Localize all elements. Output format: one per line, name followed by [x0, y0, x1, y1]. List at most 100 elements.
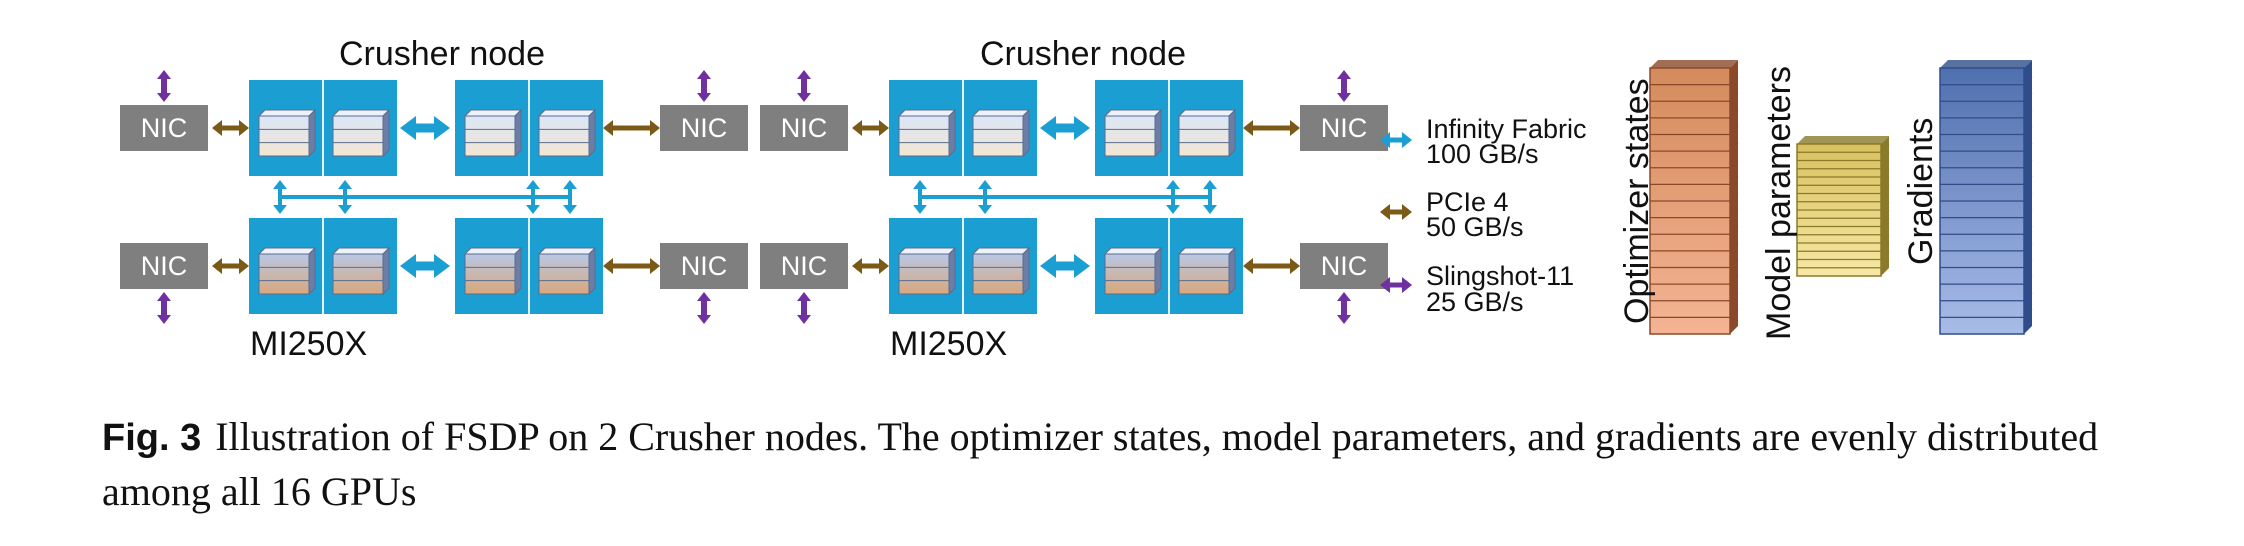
gpu-1-0-r-a	[463, 108, 523, 158]
infinity-fabric-vertical-1	[913, 180, 927, 214]
node-2-title: Crusher node	[980, 35, 1186, 73]
infinity-fabric-link-row-1	[400, 116, 450, 140]
gpu-2-0-l-b	[971, 108, 1031, 158]
nic-label: NIC	[141, 113, 188, 143]
nic-row-1-right: NIC	[1300, 105, 1388, 151]
slingshot-link-row-2-right	[697, 292, 711, 324]
infinity-fabric-vertical-1	[273, 180, 287, 214]
board-row-1-left	[249, 80, 397, 176]
infinity-fabric-vertical-2	[978, 180, 992, 214]
gpu-2-1-r-a	[1103, 246, 1163, 296]
infinity-fabric-link-row-2	[1040, 254, 1090, 278]
crusher-node-2: NIC NIC NIC NIC	[760, 70, 1388, 324]
pcie-link-row-2-right	[603, 258, 660, 274]
nic-label: NIC	[1321, 113, 1368, 143]
nic-row-1-left: NIC	[760, 105, 848, 151]
model-parameters-stack	[1796, 136, 1890, 277]
infinity-fabric-vertical-4	[1203, 180, 1217, 214]
pcie-link-row-1-right	[603, 120, 660, 136]
slingshot-link-row-1-right	[1337, 70, 1351, 102]
infinity-fabric-crosslinks	[913, 180, 1217, 214]
optimizer-states-label: Optimizer states	[1618, 78, 1656, 324]
board-row-1-left	[889, 80, 1037, 176]
infinity-fabric-vertical-2	[338, 180, 352, 214]
legend-infinity-fabric-arrow	[1380, 132, 1412, 148]
gpu-2-1-r-b	[1177, 246, 1237, 296]
infinity-fabric-link-row-2	[400, 254, 450, 278]
nic-label: NIC	[781, 113, 828, 143]
pcie-link-row-1-left	[212, 120, 249, 136]
slingshot-link-row-2-left	[797, 292, 811, 324]
link-legend: Infinity Fabric 100 GB/s PCIe 4 50 GB/s …	[1380, 114, 1587, 317]
board-row-1-right	[455, 80, 603, 176]
infinity-fabric-vertical-4	[563, 180, 577, 214]
pcie-link-row-1-left	[852, 120, 889, 136]
board-row-2-left	[889, 218, 1037, 314]
gpu-1-1-l-a	[257, 246, 317, 296]
nic-label: NIC	[681, 113, 728, 143]
pcie-link-row-1-right	[1243, 120, 1300, 136]
legend-slingshot-name: Slingshot-11	[1426, 261, 1574, 291]
slingshot-link-row-1-left	[797, 70, 811, 102]
nic-row-2-left: NIC	[760, 243, 848, 289]
infinity-fabric-vertical-3	[526, 180, 540, 214]
legend-infinity-fabric: Infinity Fabric 100 GB/s	[1426, 114, 1587, 169]
gpu-1-0-r-b	[537, 108, 597, 158]
node-1-title: Crusher node	[339, 35, 545, 73]
legend-pcie4-arrow	[1380, 204, 1412, 220]
legend-slingshot: Slingshot-11 25 GB/s	[1426, 261, 1574, 317]
nic-label: NIC	[781, 251, 828, 281]
legend-pcie4-name: PCIe 4	[1426, 187, 1509, 217]
infinity-fabric-vertical-3	[1166, 180, 1180, 214]
node-1-gpu-label: MI250X	[250, 325, 367, 363]
gradients-stack	[1939, 60, 2033, 335]
slingshot-link-row-2-right	[1337, 292, 1351, 324]
legend-infinity-fabric-name: Infinity Fabric	[1426, 114, 1587, 144]
caption-text: Illustration of FSDP on 2 Crusher nodes.…	[102, 414, 2099, 514]
board-row-2-right	[455, 218, 603, 314]
legend-slingshot-arrow	[1380, 277, 1412, 293]
legend-pcie4: PCIe 4 50 GB/s	[1426, 187, 1524, 242]
nic-label: NIC	[1321, 251, 1368, 281]
fsdp-diagram: Crusher node Crusher node NIC NIC NIC NIC N…	[120, 35, 2033, 363]
infinity-fabric-link-row-1	[1040, 116, 1090, 140]
slingshot-link-row-1-left	[157, 70, 171, 102]
board-row-1-right	[1095, 80, 1243, 176]
board-row-2-left	[249, 218, 397, 314]
gpu-1-1-r-b	[537, 246, 597, 296]
crusher-node-1: NIC NIC NIC NIC	[120, 70, 748, 324]
gpu-2-0-r-a	[1103, 108, 1163, 158]
figure-number: Fig. 3	[102, 417, 202, 459]
nic-row-1-right: NIC	[660, 105, 748, 151]
nic-row-2-right: NIC	[1300, 243, 1388, 289]
slingshot-link-row-1-right	[697, 70, 711, 102]
slingshot-link-row-2-left	[157, 292, 171, 324]
nic-row-2-right: NIC	[660, 243, 748, 289]
pcie-link-row-2-left	[852, 258, 889, 274]
gpu-2-1-l-b	[971, 246, 1031, 296]
legend-slingshot-speed: 25 GB/s	[1426, 287, 1524, 317]
legend-pcie4-speed: 50 GB/s	[1426, 212, 1524, 242]
legend-infinity-fabric-speed: 100 GB/s	[1426, 139, 1539, 169]
gpu-1-1-r-a	[463, 246, 523, 296]
model-parameters-label: Model parameters	[1760, 66, 1798, 340]
gpu-1-0-l-a	[257, 108, 317, 158]
infinity-fabric-crosslinks	[273, 180, 577, 214]
nic-row-1-left: NIC	[120, 105, 208, 151]
nic-label: NIC	[141, 251, 188, 281]
gpu-2-0-r-b	[1177, 108, 1237, 158]
memory-stacks	[1649, 60, 2033, 335]
pcie-link-row-2-right	[1243, 258, 1300, 274]
node-2-gpu-label: MI250X	[890, 325, 1007, 363]
gpu-1-0-l-b	[331, 108, 391, 158]
gpu-2-1-l-a	[897, 246, 957, 296]
gradients-label: Gradients	[1902, 118, 1940, 265]
gpu-2-0-l-a	[897, 108, 957, 158]
pcie-link-row-2-left	[212, 258, 249, 274]
gpu-1-1-l-b	[331, 246, 391, 296]
nic-row-2-left: NIC	[120, 243, 208, 289]
nic-label: NIC	[681, 251, 728, 281]
board-row-2-right	[1095, 218, 1243, 314]
optimizer-states-stack	[1649, 60, 1739, 335]
